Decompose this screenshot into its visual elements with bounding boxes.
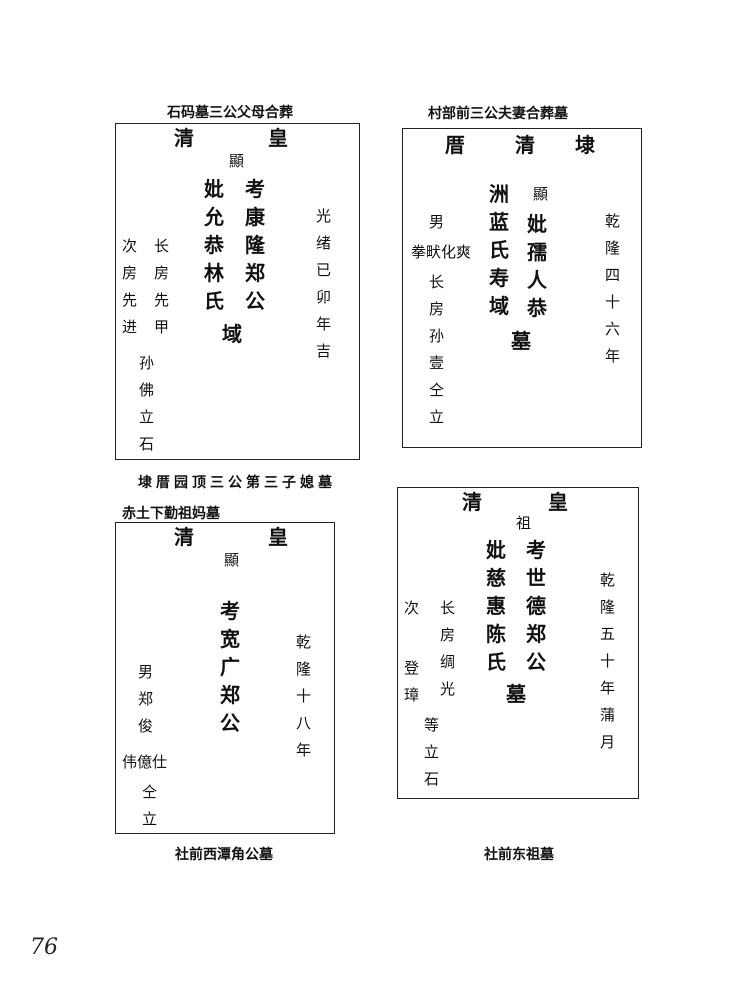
tablet-col-grandson: 孙佛立石 — [139, 354, 155, 453]
tablet-col-wife-name: 洲蓝氏寿域 — [489, 182, 509, 318]
tablet-col-date: 乾隆五十年蒲月 — [600, 571, 616, 751]
tablet-col-son-second: 次房先进 — [122, 237, 138, 336]
tablet-col-wife: 妣孺人恭 — [527, 212, 547, 320]
tablet-son-label: 男 — [429, 213, 445, 231]
tablet-header-qing: 清 — [174, 525, 194, 549]
tablet-col-son-eldest: 长房先甲 — [154, 237, 170, 336]
tablet-tomb-char: 墓 — [511, 329, 531, 353]
tablet-tomb-char: 墓 — [506, 682, 526, 706]
caption-sheqiandong-tomb: 社前东祖墓 — [484, 847, 554, 863]
caption-cunbu-tomb: 村部前三公夫妻合葬墓 — [428, 106, 568, 122]
tablet-son-names: 拳畎化爽 — [411, 243, 472, 261]
tablet-col-grandson: 长房孙壹仝立 — [429, 273, 445, 426]
tablet-col-mother: 妣允恭林氏 — [204, 177, 224, 313]
tablet-son-names: 伟億仕 — [122, 753, 168, 771]
tablet-header-huang: 皇 — [268, 525, 288, 549]
tablet-header-qing: 清 — [174, 126, 194, 150]
tablet-tomb-char: 域 — [222, 322, 242, 346]
tablet-col-father: 考世德郑公 — [526, 538, 546, 674]
tablet-cunbu: 厝 清 埭 顯 妣孺人恭 洲蓝氏寿域 墓 乾隆四十六年 男 拳畎化爽 长房孙壹仝… — [402, 128, 642, 448]
tablet-son-second: 次 — [404, 599, 420, 617]
tablet-xian-char: 顯 — [229, 152, 245, 170]
tablet-sheqianxi: 清 皇 顯 考宽广郑公 乾隆十八年 男郑俊 伟億仕 仝立 — [115, 522, 335, 834]
tablet-header-qing: 清 — [462, 490, 482, 514]
tablet-col-father: 考康隆郑公 — [245, 177, 265, 313]
tablet-col-sons: 男郑俊 — [138, 663, 154, 735]
tablet-header-huang: 皇 — [548, 490, 568, 514]
tablet-col-erected: 仝立 — [142, 783, 158, 828]
tablet-header-huang: 皇 — [268, 126, 288, 150]
tablet-header-cuo: 厝 — [445, 133, 465, 157]
tablet-col-father: 考宽广郑公 — [220, 599, 240, 735]
tablet-xian-char: 顯 — [533, 185, 549, 203]
tablet-header-qing: 清 — [515, 133, 535, 157]
caption-chitu-tomb: 赤土下勤祖妈墓 — [122, 506, 220, 522]
tablet-col-erected: 等立石 — [424, 716, 440, 788]
tablet-col-date: 乾隆四十六年 — [605, 212, 621, 365]
caption-daicuoyuan-tomb: 埭厝园顶三公第三子媳墓 — [138, 475, 336, 491]
tablet-col-date: 乾隆十八年 — [296, 633, 312, 759]
tablet-sheqiandong: 清 皇 祖 考世德郑公 妣慈惠陈氏 墓 乾隆五十年蒲月 长房绸光 次 登璋 等立… — [397, 487, 639, 799]
caption-sheqianxi-tomb: 社前西潭角公墓 — [175, 847, 273, 863]
tablet-shima: 清 皇 顯 考康隆郑公 妣允恭林氏 域 光绪已卯年吉 长房先甲 次房先进 孙佛立… — [115, 123, 360, 460]
tablet-col-son-names: 登璋 — [404, 659, 420, 704]
caption-shima-tomb: 石码墓三公父母合葬 — [167, 105, 293, 121]
page-number: 76 — [30, 935, 58, 960]
tablet-xian-char: 顯 — [224, 551, 240, 569]
tablet-col-mother: 妣慈惠陈氏 — [486, 538, 506, 674]
tablet-col-son-eldest: 长房绸光 — [440, 599, 456, 698]
tablet-col-date: 光绪已卯年吉 — [316, 207, 332, 360]
tablet-zu-char: 祖 — [516, 514, 532, 532]
tablet-header-dai: 埭 — [575, 133, 595, 157]
